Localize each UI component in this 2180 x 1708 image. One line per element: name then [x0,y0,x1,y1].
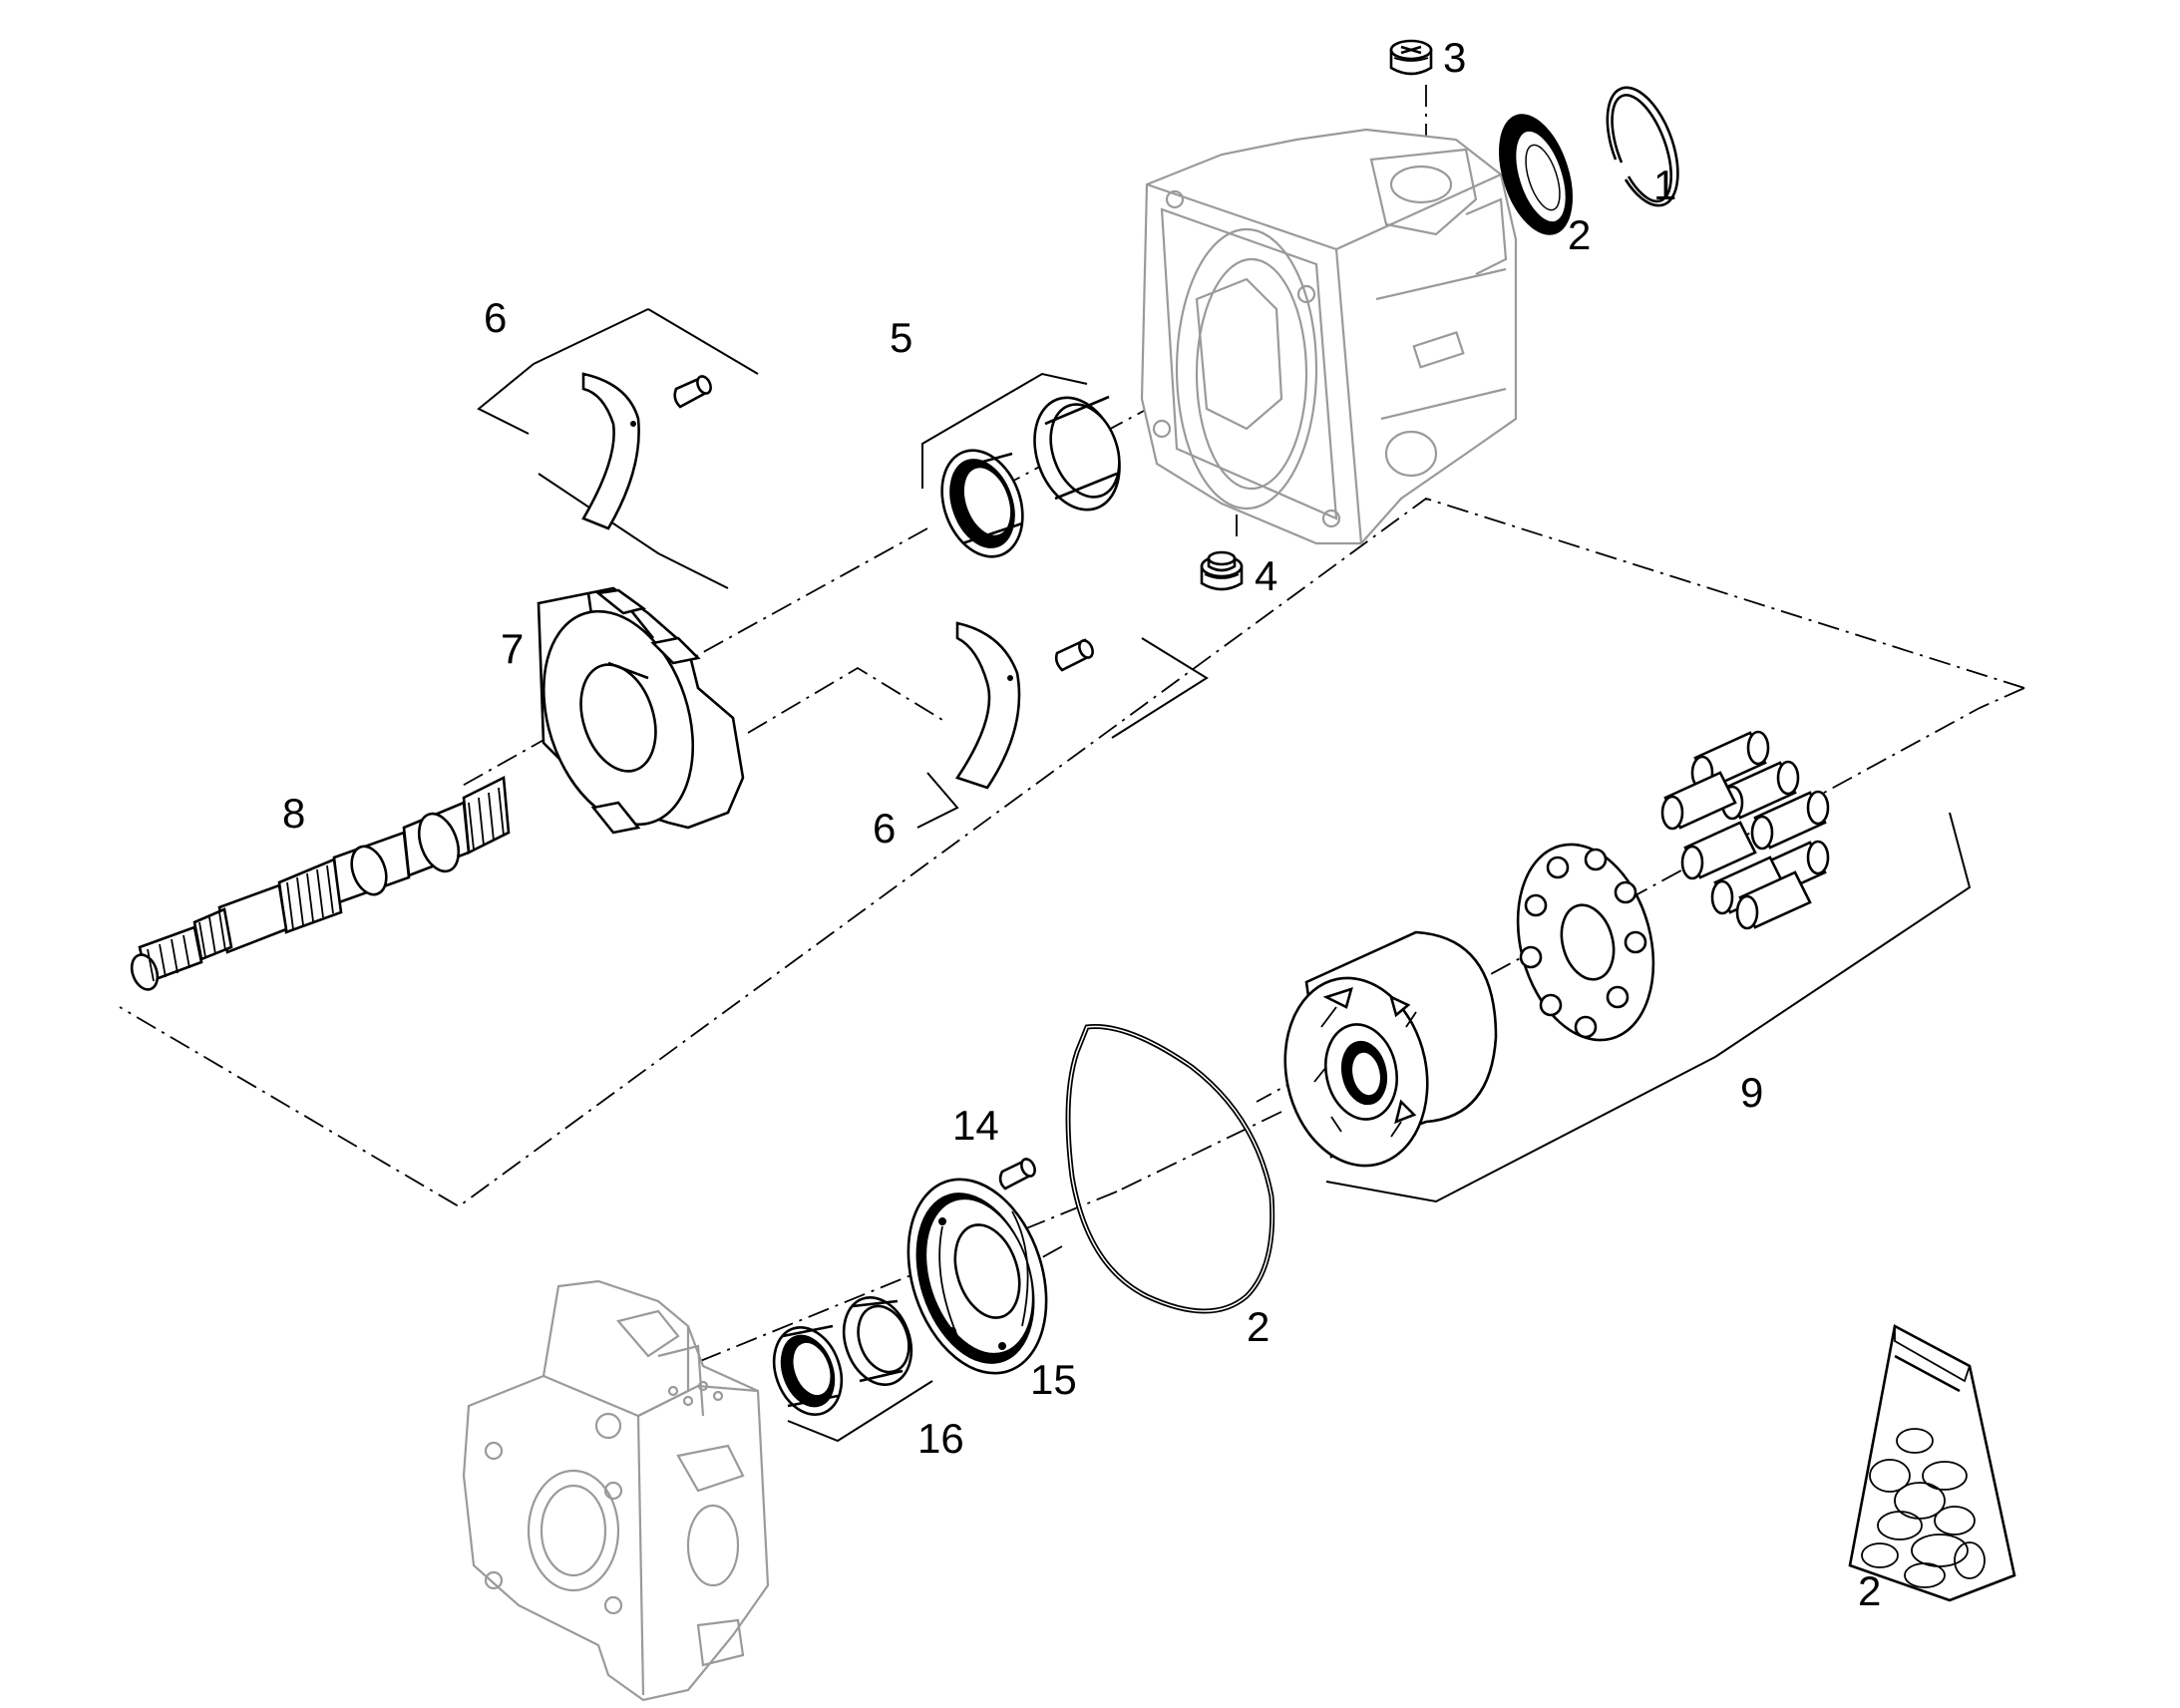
callout-6-lower: 6 [873,805,896,852]
callout-1: 1 [1653,162,1676,208]
callout-14: 14 [952,1102,999,1149]
part-14-pin [998,1158,1036,1191]
callout-6-upper: 6 [484,294,507,341]
callout-8: 8 [282,790,305,837]
part-3-plug [1389,39,1433,76]
callout-labels: 1 2 3 4 5 6 6 7 8 9 2 14 15 16 2 [282,34,1881,1614]
part-15-valveplate [907,1178,1048,1375]
part-7-swashplate [537,586,745,835]
part-2-seal [1499,114,1573,235]
callout-2-oring: 2 [1247,1303,1270,1350]
part-1-circlip [1606,86,1679,207]
callout-7: 7 [501,625,524,672]
callout-2-kit: 2 [1858,1567,1881,1614]
rear-housing-ghost [1140,128,1518,545]
callout-3: 3 [1443,34,1466,81]
part-8-shaft [130,775,511,991]
part-2-seal-kit-bag [1848,1324,2016,1602]
part-6-lower-bush [954,621,1094,790]
part-6-upper-bush [581,372,712,530]
group-brackets [477,308,1972,1443]
pistons [1660,730,1830,930]
front-housing-ghost [462,1279,770,1702]
callout-4: 4 [1255,552,1277,599]
part-9-rotating-group [1283,730,1830,1168]
part-5-bearing [940,395,1121,558]
center-axis-lines [119,85,2025,1367]
part-2-oring [1065,1024,1275,1314]
part-16-bearing [772,1296,913,1416]
part-4-plug [1200,550,1244,591]
callout-16: 16 [917,1415,964,1462]
callout-2-seal: 2 [1568,211,1591,258]
callout-9: 9 [1740,1069,1763,1116]
callout-5: 5 [890,314,912,361]
callout-15: 15 [1030,1356,1077,1403]
